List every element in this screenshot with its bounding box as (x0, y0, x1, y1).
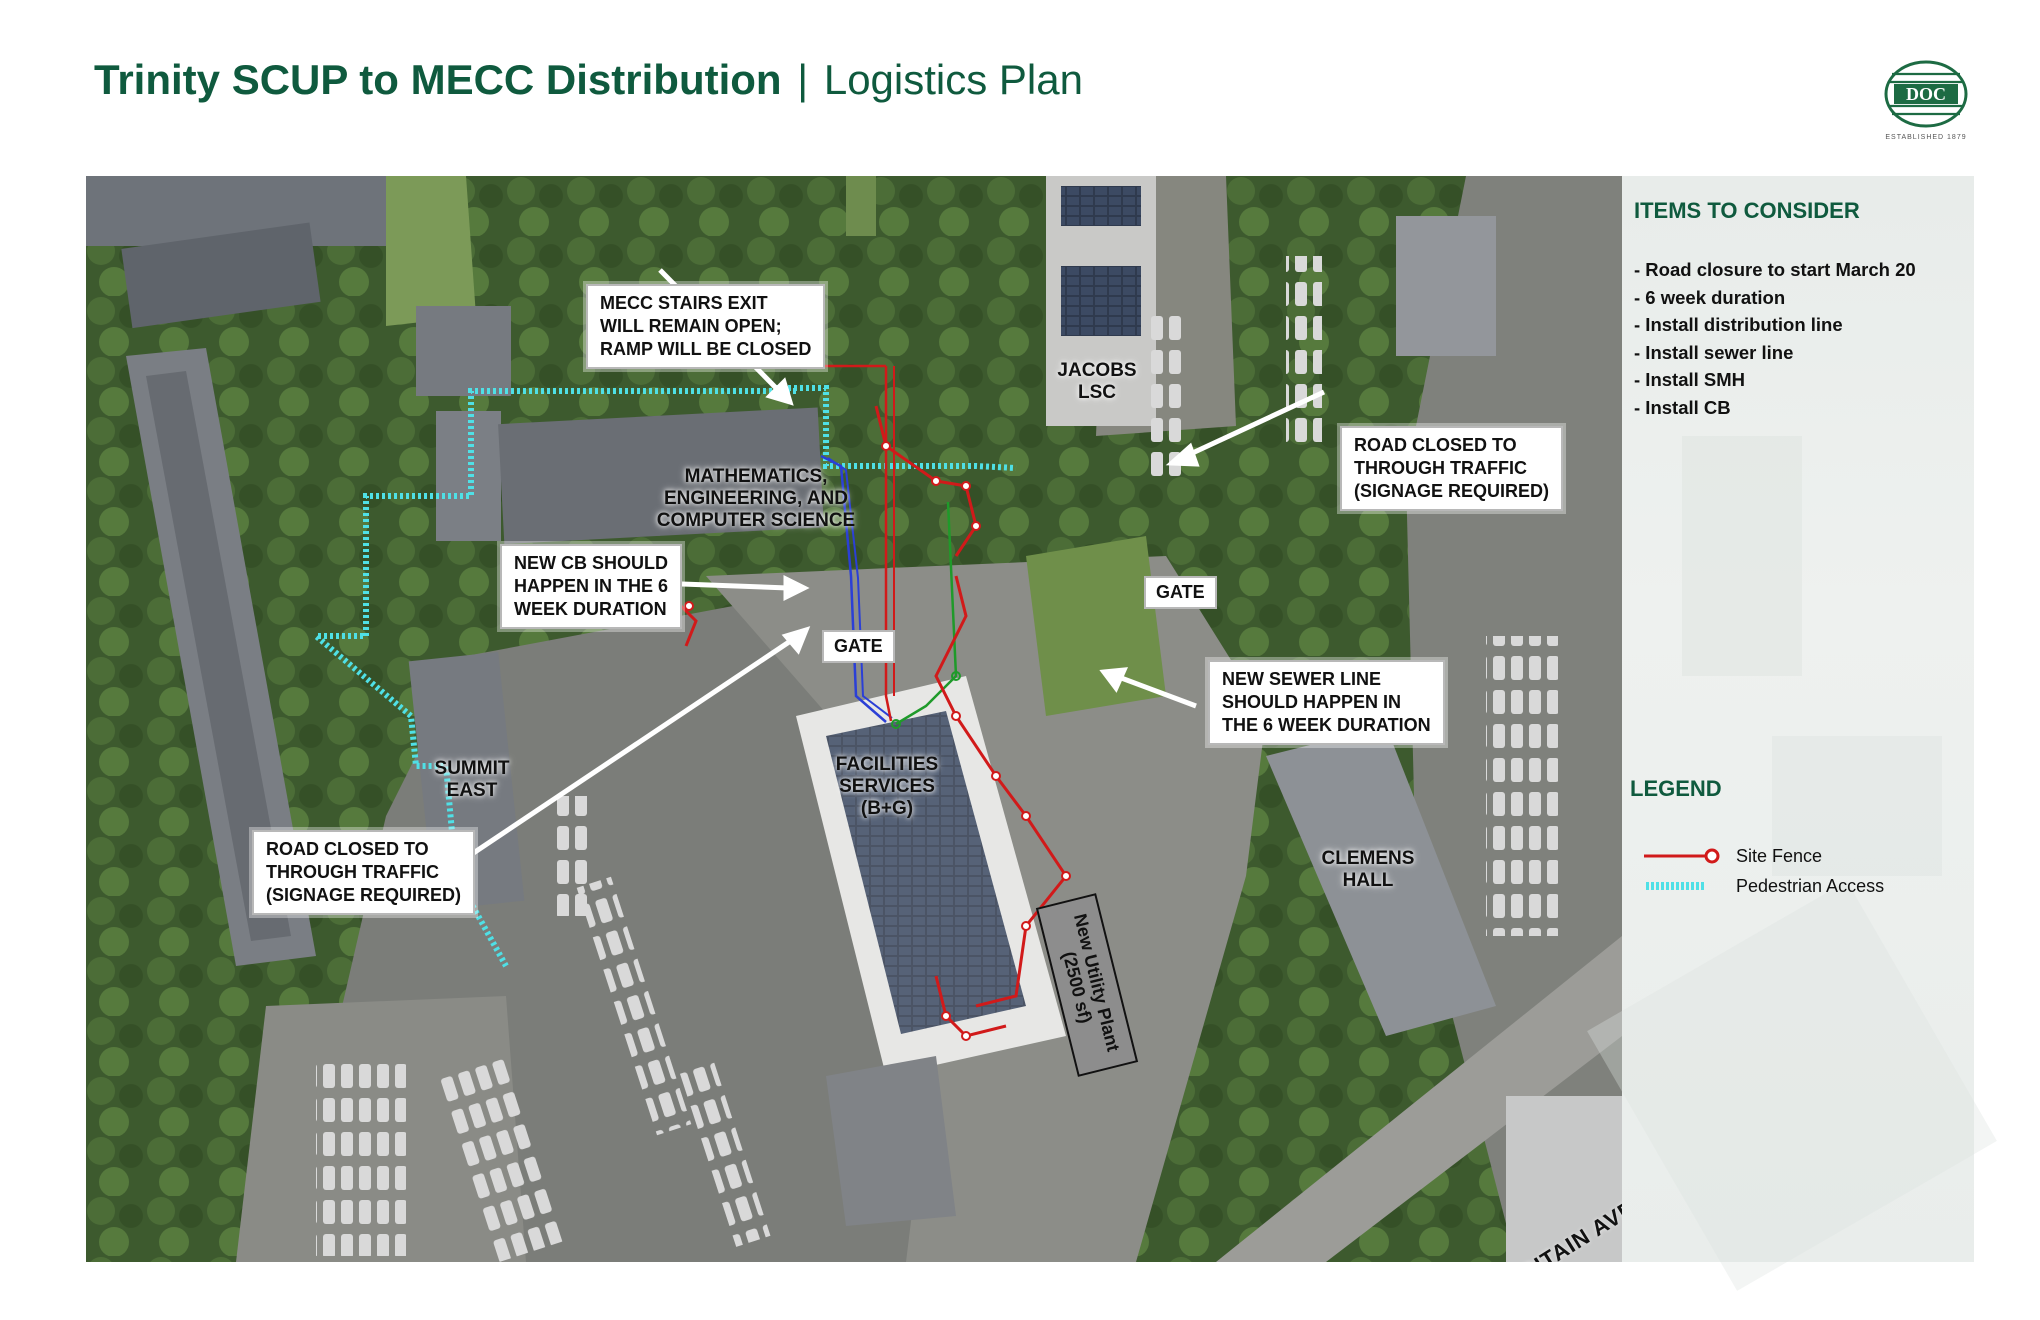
title-separator: | (797, 56, 809, 103)
site-fence-line-icon (1644, 848, 1720, 864)
site-map: MECC STAIRS EXIT WILL REMAIN OPEN; RAMP … (86, 176, 1622, 1262)
list-item: - Install SMH (1634, 369, 1746, 390)
doc-logo: DOC ESTABLISHED 1879 (1880, 56, 1972, 148)
panel-ghost-road (1587, 881, 1997, 1291)
doc-logo-icon: DOC (1884, 60, 1968, 128)
callout-new-sewer: NEW SEWER LINE SHOULD HAPPEN IN THE 6 WE… (1208, 660, 1445, 745)
panel-ghost-building (1772, 736, 1942, 876)
gate-west: GATE (822, 630, 895, 663)
callout-new-cb: NEW CB SHOULD HAPPEN IN THE 6 WEEK DURAT… (500, 544, 683, 629)
pedestrian-route (307, 388, 796, 968)
pedestrian-access-dotted-icon (1646, 882, 1704, 890)
callout-mecc-stairs: MECC STAIRS EXIT WILL REMAIN OPEN; RAMP … (586, 284, 826, 369)
callout-road-closed-east: ROAD CLOSED TO THROUGH TRAFFIC (SIGNAGE … (1340, 426, 1564, 511)
legend-item-site-fence: Site Fence (1642, 844, 1822, 868)
info-panel: ITEMS TO CONSIDER - Road closure to star… (1587, 176, 1997, 1291)
panel-ghost-parking (1682, 436, 1802, 676)
page-title: Trinity SCUP to MECC Distribution | Logi… (94, 56, 1083, 104)
list-item: - Install CB (1634, 396, 1731, 418)
list-item: - Install sewer line (1634, 341, 1794, 363)
callout-road-closed-west: ROAD CLOSED TO THROUGH TRAFFIC (SIGNAGE … (252, 830, 476, 915)
list-item: - 6 week duration (1634, 286, 1786, 308)
label-facilities: FACILITIES SERVICES (B+G) (835, 754, 939, 819)
list-item: - Road closure to start March 20 (1634, 259, 1916, 280)
legend-label-pedestrian-access: Pedestrian Access (1736, 875, 1885, 896)
pedestrian-route-east (776, 385, 1017, 471)
title-bold: Trinity SCUP to MECC Distribution (94, 56, 782, 103)
items-to-consider-title: ITEMS TO CONSIDER (1634, 198, 1860, 223)
legend-label-site-fence: Site Fence (1736, 845, 1823, 866)
legend-item-pedestrian-access: Pedestrian Access (1642, 874, 1884, 898)
list-item: - Install distribution line (1634, 314, 1843, 335)
logo-text: DOC (1906, 84, 1946, 104)
logo-tagline: ESTABLISHED 1879 (1885, 134, 1967, 141)
label-mecs: MATHEMATICS, ENGINEERING, AND COMPUTER S… (656, 466, 856, 531)
title-subtitle: Logistics Plan (823, 56, 1083, 103)
label-summit-east: SUMMIT EAST (434, 758, 510, 801)
gate-east: GATE (1144, 576, 1217, 609)
legend-title: LEGEND (1630, 776, 1722, 801)
label-jacobs-lsc: JACOBS LSC (1057, 360, 1137, 403)
label-clemens-hall: CLEMENS HALL (1321, 848, 1415, 891)
items-to-consider-list: - Road closure to start March 20 - 6 wee… (1634, 256, 1916, 421)
